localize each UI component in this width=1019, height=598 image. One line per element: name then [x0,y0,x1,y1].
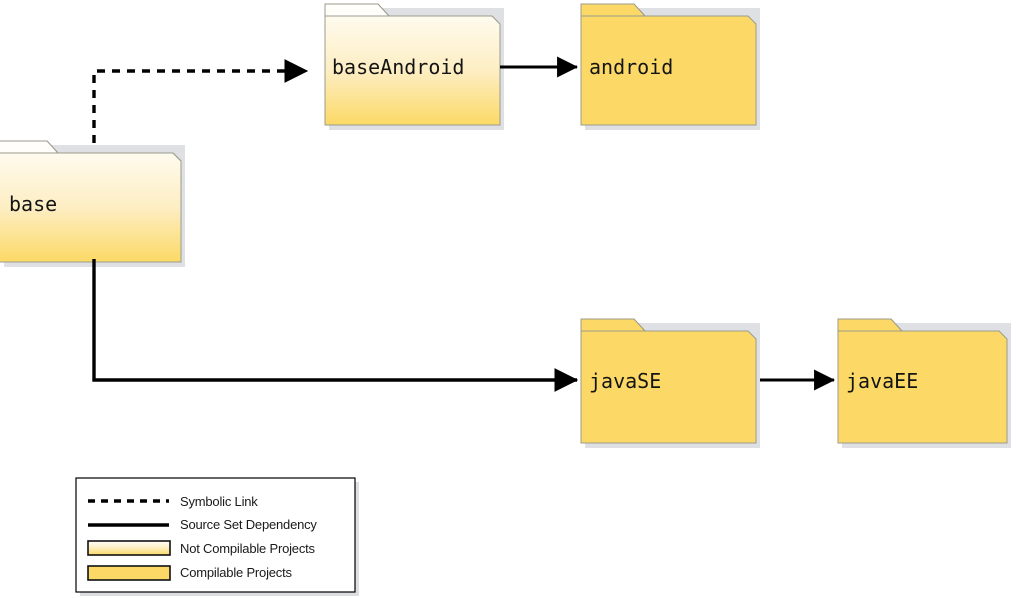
node-label-baseAndroid: baseAndroid [332,55,465,79]
folder-tab-base [0,140,60,154]
legend-label-compilable-projects: Compilable Projects [180,565,292,580]
legend-swatch-not-compilable [87,540,171,556]
folder-tab-android [580,3,647,17]
legend-item-not-compilable [87,540,171,556]
legend-label-not-compilable-projects: Not Compilable Projects [180,541,315,556]
node-label-javaEE: javaEE [846,369,919,393]
folder-node-base[interactable] [0,140,182,263]
edge-base-to-javaSE [92,259,579,392]
folder-tab-javaSE [580,318,647,332]
legend-label-symbolic-link: Symbolic Link [180,494,258,509]
edge-base-to-baseAndroid [92,59,309,143]
folder-node-javaEE[interactable] [837,318,1008,444]
folder-tab-baseAndroid [324,3,391,17]
legend [75,477,359,596]
node-label-javaSE: javaSE [589,369,662,393]
node-label-android: android [589,55,674,79]
legend-swatch-compilable [87,565,171,581]
folder-node-baseAndroid[interactable] [324,3,501,126]
folder-corner-clip-base [172,152,182,162]
node-label-base: base [9,192,58,216]
legend-item-compilable [87,565,171,581]
folder-node-android[interactable] [580,3,757,126]
legend-label-source-set-dependency: Source Set Dependency [180,517,317,532]
folder-node-javaSE[interactable] [580,318,757,444]
folder-tab-javaEE [837,318,904,332]
